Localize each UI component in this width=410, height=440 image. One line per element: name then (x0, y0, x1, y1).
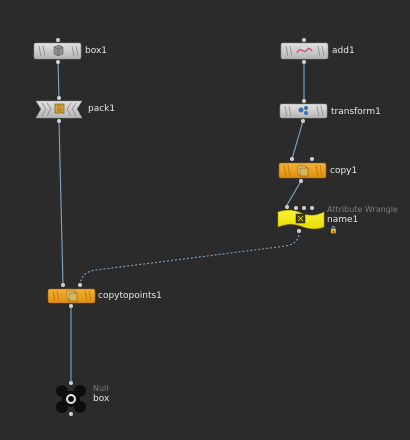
input-connector[interactable] (290, 157, 294, 161)
wire-transform1-copy1[interactable] (291, 120, 304, 160)
node-box-null[interactable] (56, 381, 86, 416)
wires (57, 61, 305, 383)
output-connector[interactable] (69, 412, 73, 416)
input-connector[interactable] (285, 205, 289, 209)
null-icon (56, 385, 86, 413)
node-type-label-box-null: Null (93, 384, 109, 393)
input-connector[interactable] (61, 283, 65, 287)
box-icon (53, 44, 64, 57)
lock-icon: 🔒 (329, 226, 338, 234)
node-box1[interactable] (33, 38, 82, 64)
output-connector[interactable] (297, 229, 301, 233)
copy-icon (297, 165, 309, 177)
node-label-copytopoints1: copytopoints1 (98, 291, 162, 301)
node-label-pack1: pack1 (88, 104, 116, 114)
output-connector[interactable] (56, 60, 60, 64)
input-connector[interactable] (56, 38, 60, 42)
input-connector[interactable] (294, 206, 298, 210)
pack-icon (54, 103, 65, 114)
node-label-box-null: box (93, 394, 110, 404)
node-label-name1: name1 (327, 215, 359, 225)
output-connector[interactable] (302, 60, 306, 64)
input-connector[interactable] (310, 157, 314, 161)
input-connector[interactable] (57, 96, 61, 100)
wire-name1-copytopoints1[interactable] (79, 230, 300, 286)
output-connector[interactable] (69, 304, 73, 308)
node-copy1[interactable] (278, 157, 327, 183)
node-label-box1: box1 (85, 46, 107, 56)
node-label-transform1: transform1 (331, 107, 381, 117)
output-connector[interactable] (57, 119, 61, 123)
output-connector[interactable] (299, 179, 303, 183)
output-connector[interactable] (301, 119, 305, 123)
node-copytopoints1[interactable] (47, 283, 96, 308)
wire-pack1-copytopoints1[interactable] (58, 120, 64, 286)
wire-box1-pack1[interactable] (57, 61, 60, 99)
node-transform1[interactable] (279, 99, 328, 123)
wrangle-icon (295, 213, 306, 224)
input-connector[interactable] (302, 38, 306, 42)
transform-icon (298, 106, 308, 115)
input-connector[interactable] (69, 381, 73, 385)
copy-icon (66, 290, 78, 302)
input-connector[interactable] (302, 206, 306, 210)
node-type-label-name1: Attribute Wrangle (327, 205, 398, 214)
node-name1[interactable] (277, 205, 325, 233)
node-pack1[interactable] (35, 96, 83, 123)
node-label-add1: add1 (332, 46, 355, 56)
wire-copy1-name1[interactable] (286, 180, 302, 206)
input-connector[interactable] (302, 99, 306, 103)
add-curve-icon (296, 47, 313, 54)
input-connector[interactable] (310, 206, 314, 210)
input-connector[interactable] (78, 283, 82, 287)
node-add1[interactable] (280, 38, 329, 64)
node-label-copy1: copy1 (330, 166, 358, 176)
